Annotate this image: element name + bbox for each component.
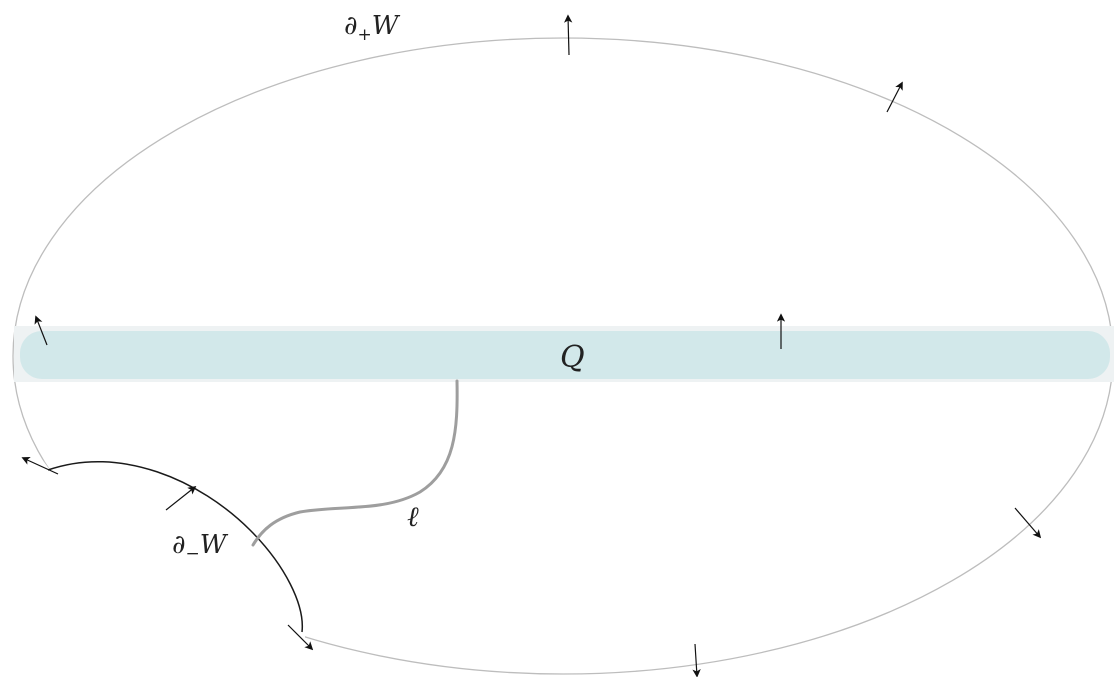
arrow-icon [287, 624, 314, 651]
inner-boundary-curve [47, 461, 304, 633]
arrow-icon [692, 643, 701, 677]
label-band-q: Q [560, 340, 585, 375]
label-boundary-plus: ∂+W [344, 11, 401, 45]
arrow-icon [165, 485, 197, 511]
arrow-icon [886, 81, 903, 113]
arrow-icon [563, 14, 573, 56]
curve-ell [251, 379, 459, 547]
arrow-icon [1014, 507, 1042, 539]
inner-boundary-mask [19, 430, 306, 640]
arrow-icon [34, 315, 48, 346]
band-q [20, 331, 1110, 379]
label-boundary-minus: ∂−W [172, 530, 229, 564]
arrow-icon [21, 456, 59, 475]
label-curve-ell: ℓ [407, 500, 419, 533]
